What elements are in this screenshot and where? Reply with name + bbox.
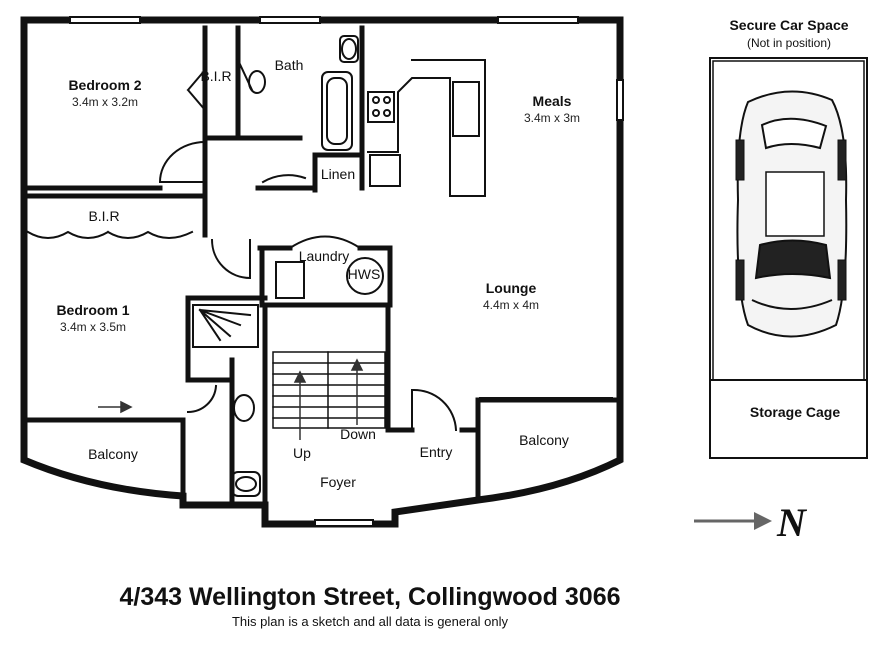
stair-arrows: [98, 358, 364, 440]
sliding-doors: [26, 58, 613, 421]
north-arrow-label: N: [776, 500, 808, 545]
storage-cage-label: Storage Cage: [750, 404, 840, 420]
balcony-right-label: Balcony: [519, 432, 569, 448]
windows: [69, 16, 624, 527]
bir-top-label: B.I.R: [200, 68, 231, 84]
kitchen-bench: [367, 59, 486, 197]
balcony-left-label: Balcony: [88, 446, 138, 462]
laundry-label: Laundry: [299, 248, 350, 264]
car-space-title: Secure Car Space: [729, 17, 848, 33]
car-space-subtitle: (Not in position): [747, 36, 831, 50]
bath-label: Bath: [275, 57, 304, 73]
entry-label: Entry: [420, 444, 453, 460]
car-space-box: [709, 57, 868, 459]
meals-dims: 3.4m x 3m: [524, 111, 580, 125]
meals-label: Meals: [533, 93, 572, 109]
foyer-label: Foyer: [320, 474, 356, 490]
linen-label: Linen: [321, 166, 355, 182]
bedroom2-label: Bedroom 2: [68, 77, 141, 93]
staircase: [272, 351, 386, 429]
hws-label: HWS: [348, 266, 381, 282]
bedroom2-dims: 3.4m x 3.2m: [72, 95, 138, 109]
door-swings: [158, 140, 458, 432]
lounge-label: Lounge: [486, 280, 537, 296]
bedroom1-dims: 3.4m x 3.5m: [60, 320, 126, 334]
bir-left-label: B.I.R: [88, 208, 119, 224]
north-arrow: N: [694, 500, 808, 545]
up-label: Up: [293, 445, 311, 461]
down-label: Down: [340, 426, 376, 442]
disclaimer: This plan is a sketch and all data is ge…: [232, 614, 509, 629]
lounge-dims: 4.4m x 4m: [483, 298, 539, 312]
interior-walls: [21, 25, 623, 527]
bathroom-fixtures: [192, 35, 384, 497]
car-icon: [735, 90, 848, 338]
address: 4/343 Wellington Street, Collingwood 306…: [119, 583, 620, 611]
bedroom1-label: Bedroom 1: [56, 302, 129, 318]
